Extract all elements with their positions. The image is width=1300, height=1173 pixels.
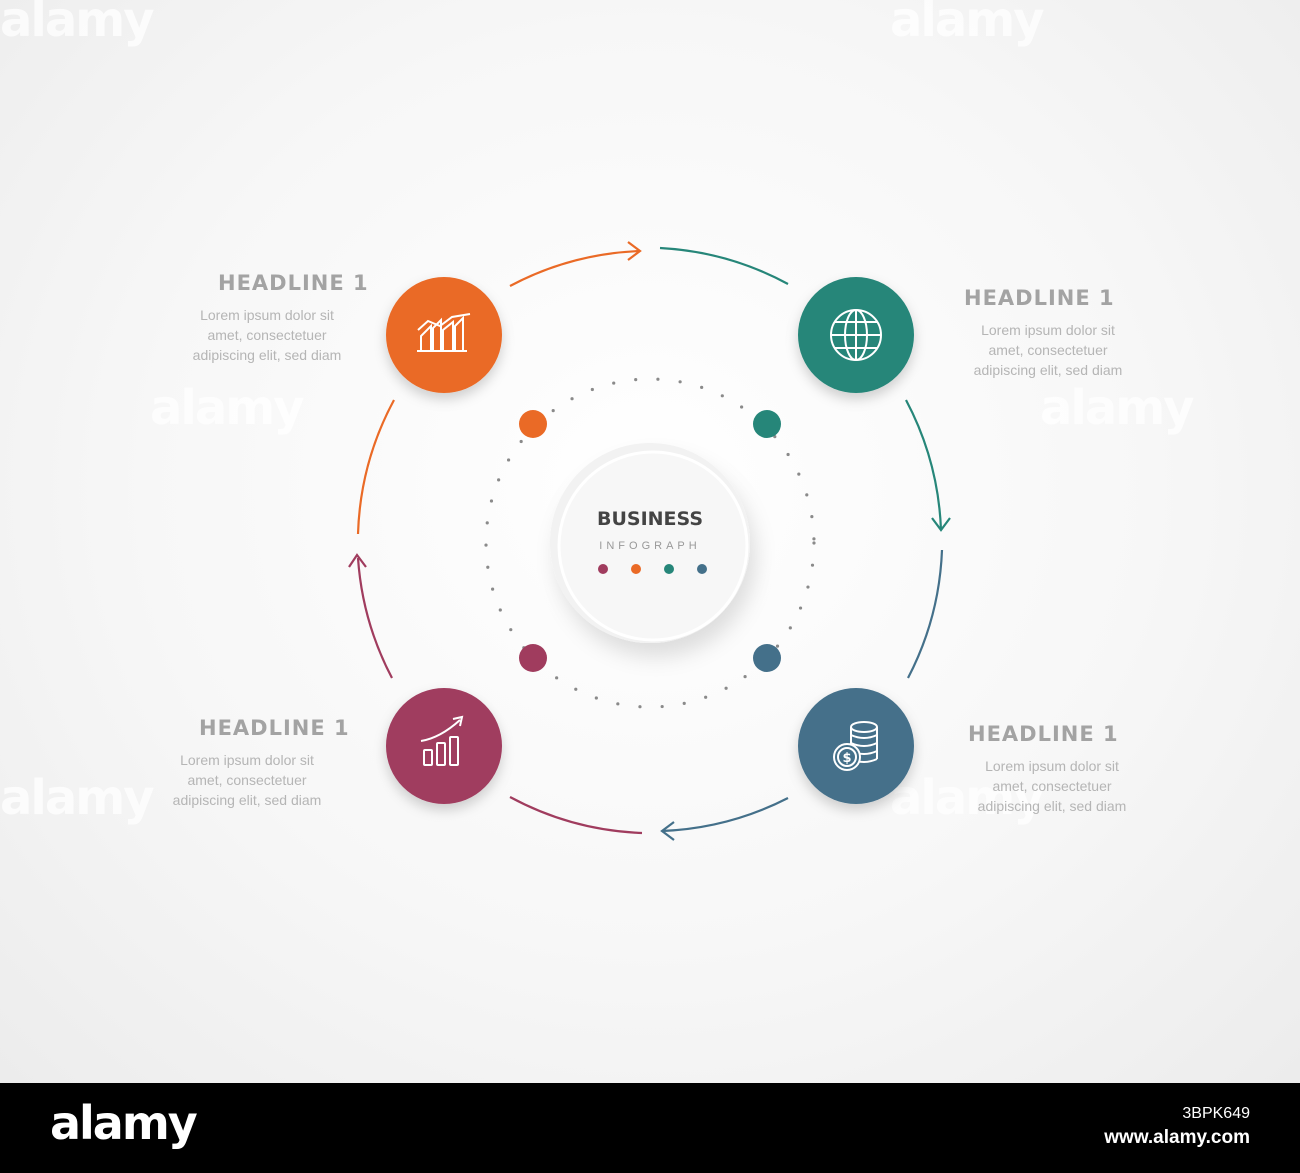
footer-bar bbox=[0, 1083, 1300, 1173]
arrow-orange bbox=[627, 241, 642, 261]
arc-orange-left bbox=[356, 399, 395, 535]
arrow-purple bbox=[348, 553, 367, 568]
cycle-diagram: $ bbox=[348, 241, 951, 841]
center-dots bbox=[598, 564, 707, 574]
center-subtitle: INFOGRAPH bbox=[599, 540, 701, 552]
arc-orange bbox=[509, 249, 641, 287]
inner-dot-blue bbox=[753, 644, 781, 672]
footer-image-id: 3BPK649 bbox=[1182, 1105, 1250, 1122]
step-headline-purple: HEADLINE 1 bbox=[199, 716, 350, 740]
step-circle-blue bbox=[798, 688, 914, 804]
inner-dot-teal bbox=[753, 410, 781, 438]
step-body-purple: Lorem ipsum dolor sit amet, consectetuer… bbox=[172, 752, 322, 808]
arc-purple bbox=[509, 796, 643, 835]
arc-teal bbox=[659, 246, 789, 285]
arc-blue bbox=[907, 549, 944, 679]
step-headline-teal: HEADLINE 1 bbox=[964, 286, 1115, 310]
arc-teal-right bbox=[905, 399, 943, 531]
footer-url: www.alamy.com bbox=[1104, 1127, 1250, 1148]
step-orange bbox=[386, 277, 502, 393]
step-body-blue: Lorem ipsum dolor sit amet, consectetuer… bbox=[977, 758, 1127, 814]
coins-dollar-icon: $ bbox=[833, 721, 878, 771]
step-purple bbox=[386, 688, 502, 804]
center-dot bbox=[697, 564, 707, 574]
step-body-teal: Lorem ipsum dolor sit amet, consectetuer… bbox=[973, 322, 1123, 378]
bar-chart-trend-icon bbox=[417, 313, 471, 352]
svg-text:$: $ bbox=[842, 751, 851, 766]
infographic-canvas: alamy alamy alamy alamy alamy alamy bbox=[0, 0, 1300, 1083]
center-title: BUSINESS bbox=[596, 508, 704, 530]
watermark: alamy bbox=[0, 770, 155, 826]
footer-logo: alamy bbox=[50, 1096, 198, 1150]
step-teal bbox=[798, 277, 914, 393]
arc-blue-bottom bbox=[661, 797, 789, 833]
step-blue: $ bbox=[798, 688, 914, 804]
arrow-teal bbox=[931, 517, 951, 532]
inner-dot-purple bbox=[519, 644, 547, 672]
center-disc bbox=[557, 450, 749, 642]
watermark: alamy bbox=[0, 0, 155, 48]
globe-icon bbox=[830, 309, 882, 361]
watermark: alamy bbox=[890, 770, 1045, 826]
step-headline-orange: HEADLINE 1 bbox=[218, 271, 369, 295]
step-body-orange: Lorem ipsum dolor sit amet, consectetuer… bbox=[192, 307, 342, 363]
center-dot bbox=[664, 564, 674, 574]
center-dot bbox=[598, 564, 608, 574]
watermark: alamy bbox=[150, 380, 305, 436]
watermark: alamy bbox=[1040, 380, 1195, 436]
watermark: alamy bbox=[890, 0, 1045, 48]
dotted-ring bbox=[484, 377, 816, 709]
growth-chart-icon bbox=[420, 715, 464, 766]
center-dot bbox=[631, 564, 641, 574]
step-headline-blue: HEADLINE 1 bbox=[968, 722, 1119, 746]
arrow-blue bbox=[660, 821, 675, 841]
inner-dot-orange bbox=[519, 410, 547, 438]
arc-purple-left bbox=[356, 557, 393, 679]
